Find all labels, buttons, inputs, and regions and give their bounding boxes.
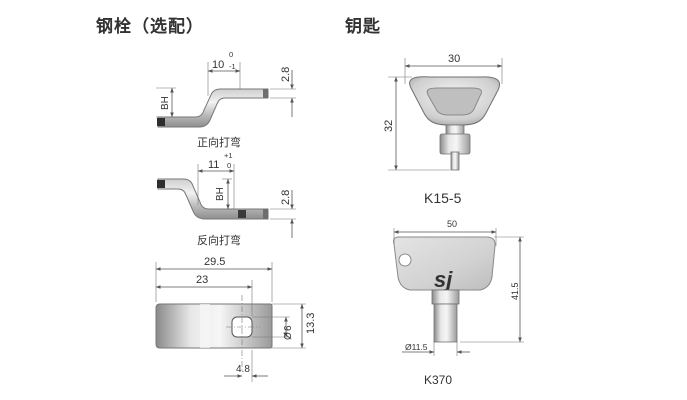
key-k15-view: 30 32 K15-5 [383, 53, 503, 206]
key-k370-plate [393, 236, 496, 291]
key-section-title: 钥匙 [345, 17, 381, 37]
key-k370-ring-hole [398, 253, 412, 267]
bolt-reverse-tol-upper: +1 [224, 151, 233, 160]
key-k15-height-value: 32 [383, 120, 395, 132]
bolt-forward-tol-upper: 0 [229, 50, 233, 59]
key-k15-width-value: 30 [448, 53, 460, 65]
bolt-plan-width-value: 13.3 [305, 313, 317, 334]
bolt-reverse-bend-view: 11 +1 0 BH 2.8 反向打弯 [157, 151, 296, 247]
bolt-reverse-tip [263, 209, 268, 219]
bolt-plan-body [155, 303, 273, 349]
bolt-forward-width-value: 10 [212, 59, 224, 71]
key-k370-width-value: 50 [447, 219, 457, 229]
key-k370-height-value: 41.5 [510, 282, 520, 300]
bolt-reverse-end-face [157, 180, 165, 188]
key-k370-view: sj 50 41.5 Ø11.5 K370 [393, 219, 524, 387]
bolt-reverse-body [157, 178, 269, 220]
bolt-forward-tol-lower: -1 [229, 62, 236, 71]
bolt-plan-offset-value: 4.8 [236, 364, 250, 375]
bolt-reverse-notch [238, 210, 246, 218]
key-k370-shank-value: Ø11.5 [405, 342, 428, 352]
key-k370-logo: sj [434, 267, 453, 292]
bolt-reverse-width-value: 11 [208, 159, 219, 171]
bolt-forward-caption: 正向打弯 [197, 135, 241, 149]
bolt-forward-thickness-value: 2.8 [280, 67, 292, 82]
bolt-reverse-thickness-value: 2.8 [280, 190, 292, 205]
bolt-forward-height-label: BH [160, 96, 171, 110]
key-k370-shank [433, 303, 458, 343]
key-k15-neck [445, 124, 465, 136]
key-k15-tip [450, 151, 460, 171]
bolt-plan-hole-value: 6 [283, 325, 294, 331]
bolt-forward-end-face [157, 118, 165, 126]
bolt-forward-bend-view: 10 0 -1 2.8 BH 正向打弯 [156, 50, 296, 149]
bolt-plan-hole-symbol: Ø [283, 332, 294, 340]
key-k15-grip-inset [426, 87, 483, 116]
bolt-plan-view: 29.5 23 Ø 6 13.3 4.8 [155, 256, 317, 382]
key-k370-collar [431, 289, 460, 305]
bolt-forward-tip [263, 89, 268, 98]
bolt-reverse-height-label: BH [215, 187, 226, 201]
bolt-forward-body [157, 88, 269, 128]
key-k15-shank [439, 133, 471, 155]
bolt-section-title: 钢栓（选配） [96, 17, 204, 37]
bolt-plan-length-value: 29.5 [204, 256, 225, 268]
bolt-plan-inner-length-value: 23 [196, 274, 208, 286]
key-k15-caption: K15-5 [424, 190, 462, 206]
bolt-reverse-caption: 反向打弯 [197, 233, 241, 247]
key-k370-caption: K370 [424, 373, 452, 387]
bolt-reverse-tol-lower: 0 [227, 161, 231, 170]
